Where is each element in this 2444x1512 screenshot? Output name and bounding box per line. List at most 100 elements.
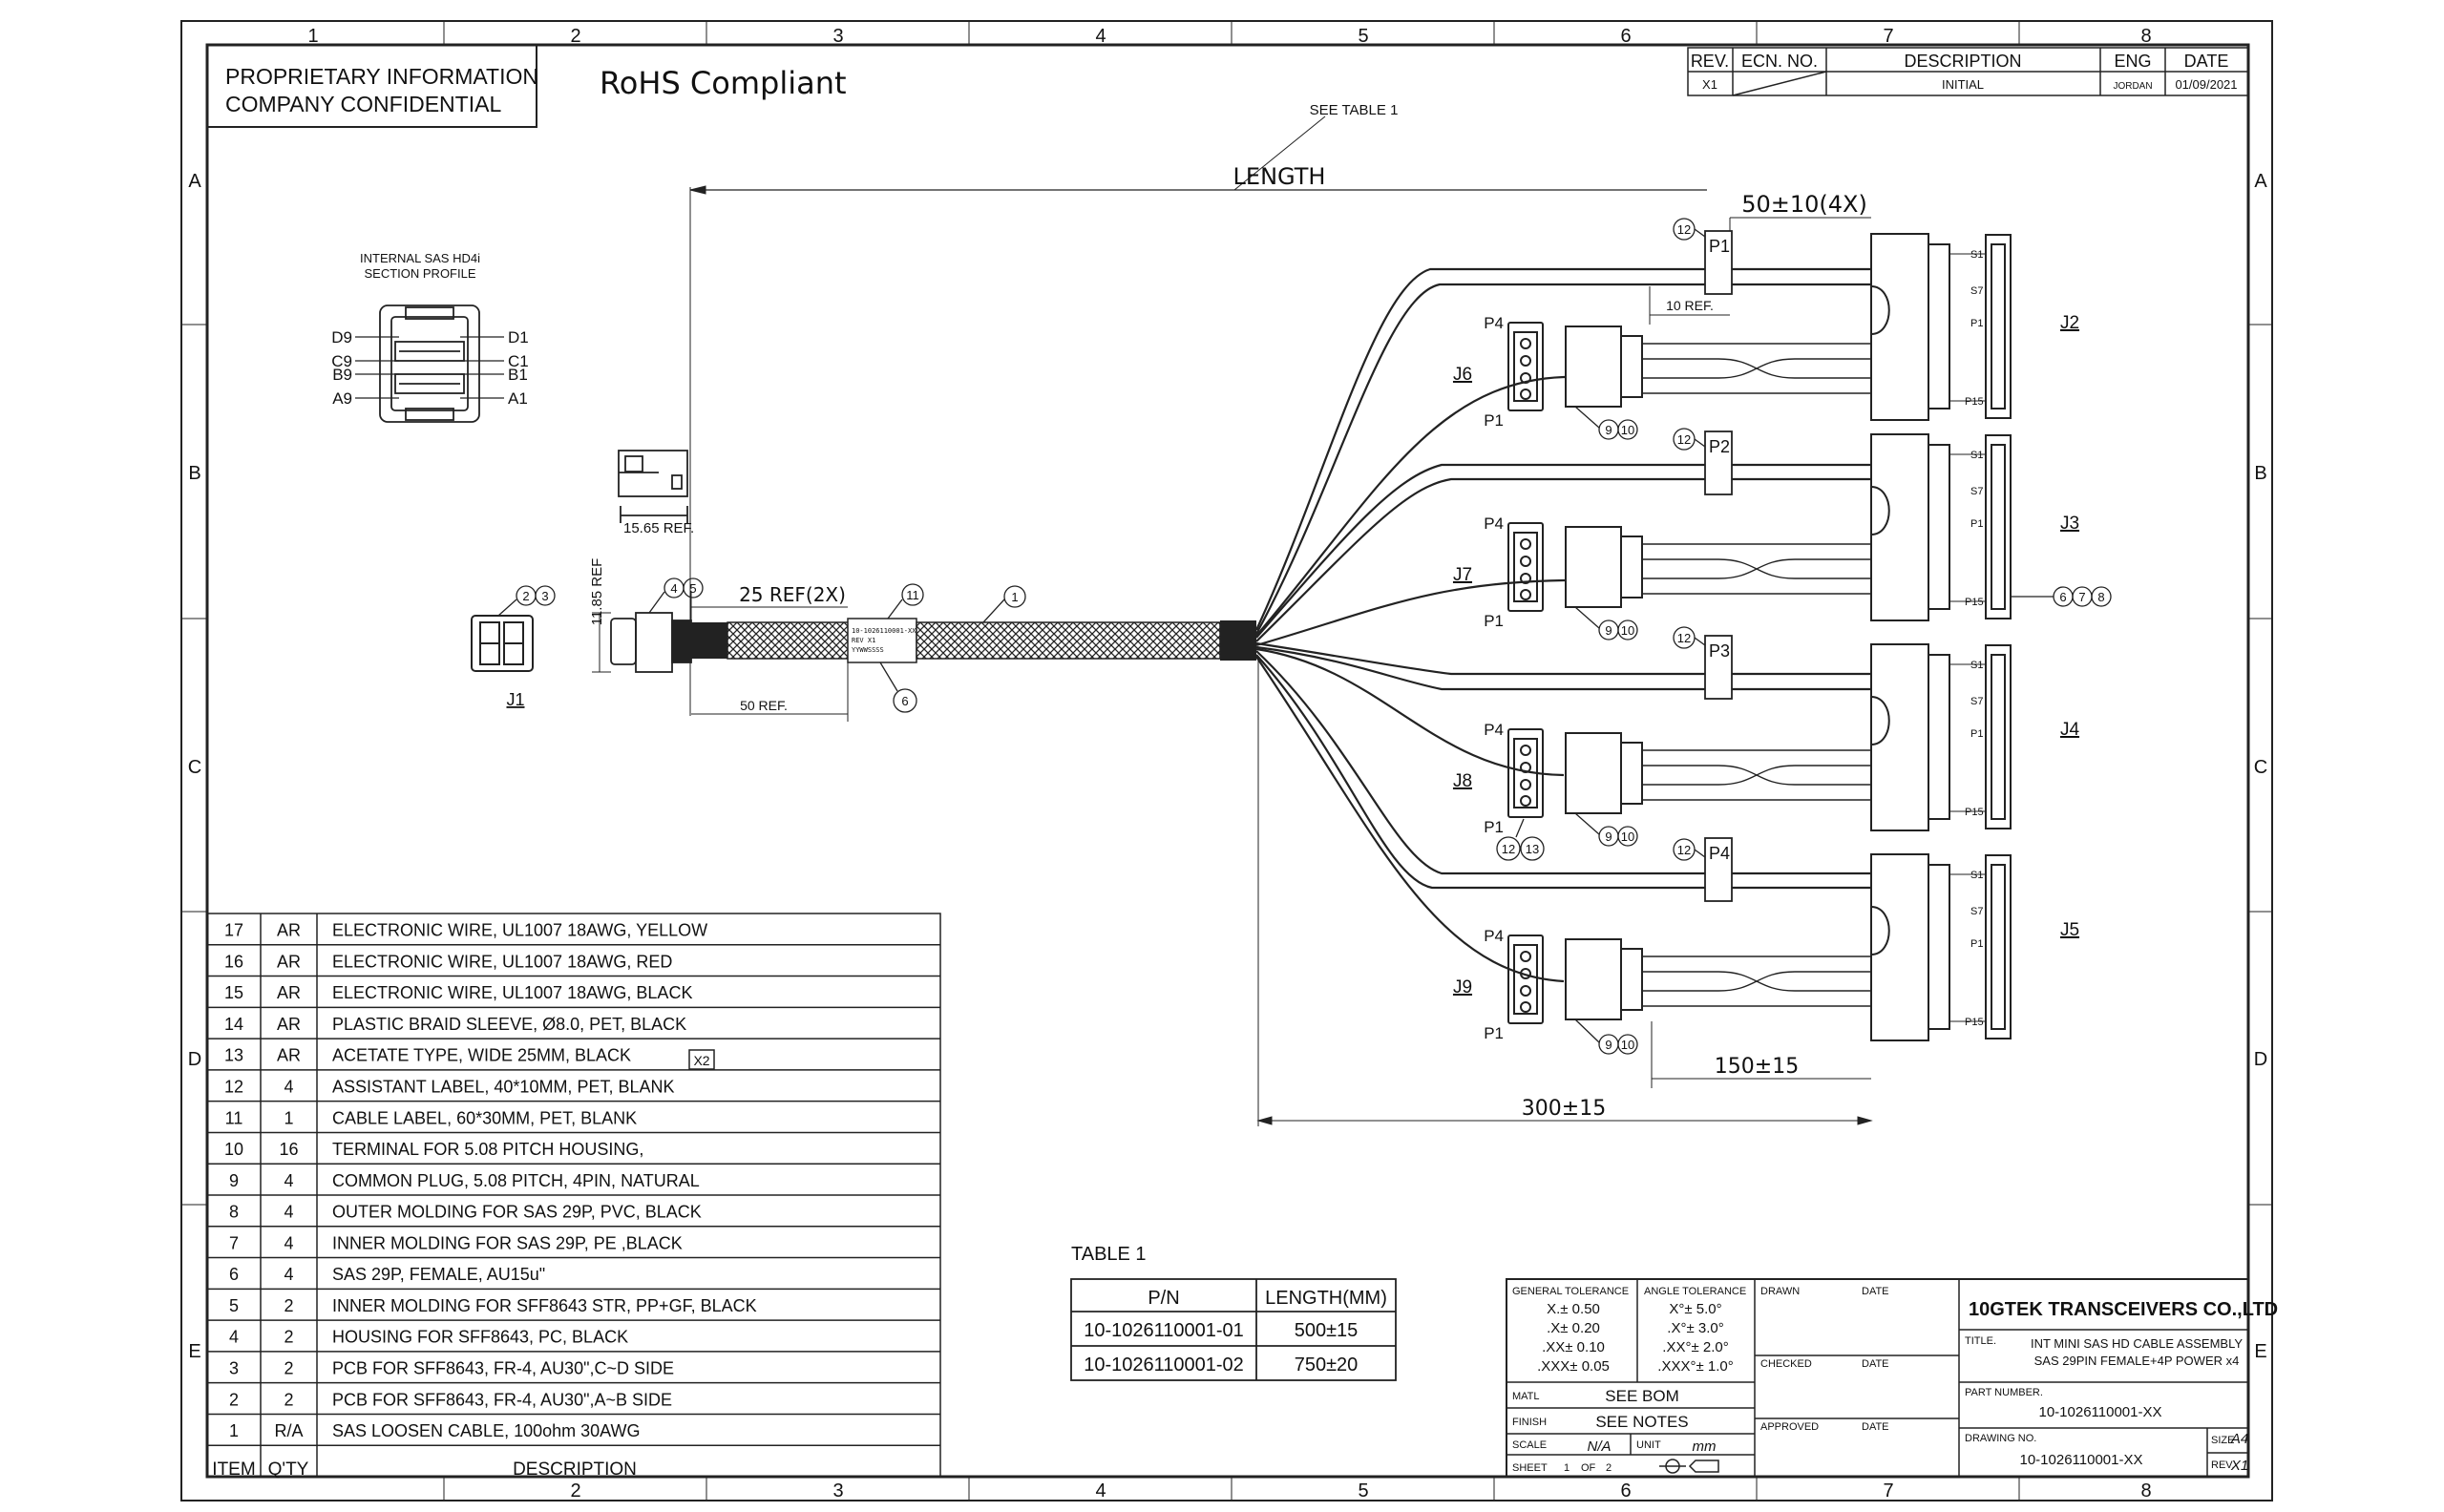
balloon: 10	[1621, 830, 1634, 844]
proprietary-line1: PROPRIETARY INFORMATION	[225, 64, 538, 89]
row-label: C	[2254, 757, 2267, 778]
pin-label: P1	[1484, 411, 1504, 430]
tol-angle: .X°± 3.0°	[1667, 1320, 1723, 1336]
part-number-label: PART NUMBER.	[1965, 1387, 2043, 1398]
pin-label: S1	[1970, 450, 1983, 461]
col-label: 8	[2140, 26, 2151, 47]
breakout-wires	[1255, 267, 1871, 983]
row-label: D	[188, 1049, 201, 1070]
size-label: SIZE	[2211, 1435, 2234, 1446]
bom-qty: 4	[284, 1233, 293, 1252]
j1-connector-top	[618, 450, 688, 523]
pin-label: P4	[1484, 514, 1504, 533]
cable-label-line3: YYWWSSSS	[852, 646, 884, 654]
tol-linear: .XXX± 0.05	[1537, 1358, 1610, 1375]
tol-linear: X.± 0.50	[1547, 1301, 1600, 1317]
pin-b9: B9	[332, 366, 352, 384]
balloon: 9	[1605, 423, 1612, 437]
drawing-no-label: DRAWING NO.	[1965, 1433, 2036, 1444]
col-label: 4	[1095, 26, 1106, 47]
bom-description: PCB FOR SFF8643, FR-4, AU30",C~D SIDE	[332, 1358, 674, 1377]
bom-qty: 1	[284, 1108, 293, 1127]
x2-mark: X2	[693, 1053, 709, 1068]
length-label: LENGTH	[1233, 163, 1326, 190]
approved-date-label: DATE	[1862, 1421, 1889, 1433]
pin-label: P1	[1970, 518, 1983, 530]
bom-qty: AR	[277, 1015, 301, 1034]
revision-block: REV. ECN. NO. DESCRIPTION ENG DATE X1 IN…	[1687, 47, 2249, 96]
part-number-value: 10-1026110001-XX	[2039, 1404, 2162, 1420]
bom-description: PCB FOR SFF8643, FR-4, AU30",A~B SIDE	[332, 1390, 672, 1409]
sata-jack-labels: J2 J3 J4 J5	[2060, 313, 2080, 940]
bom-description: OUTER MOLDING FOR SAS 29P, PVC, BLACK	[332, 1203, 702, 1222]
bom-qty: 4	[284, 1171, 293, 1190]
approved-label: APPROVED	[1760, 1421, 1819, 1433]
eng-value: JORDAN	[2113, 81, 2152, 92]
pin-label: S7	[1970, 906, 1983, 917]
sheet-frame	[180, 20, 2273, 1502]
power-connector-j6	[1507, 322, 1871, 411]
j6-label: J6	[1453, 365, 1472, 385]
pin-label: S7	[1970, 285, 1983, 297]
bom-item-no: 14	[224, 1015, 243, 1034]
bom-qty: AR	[277, 983, 301, 1002]
bom-description: ASSISTANT LABEL, 40*10MM, PET, BLANK	[332, 1077, 674, 1096]
table-1: TABLE 1 P/N LENGTH(MM) 10-1026110001-01 …	[1070, 1244, 1397, 1381]
dim-15-65: 15.65 REF.	[623, 520, 694, 536]
date-value: 01/09/2021	[2175, 77, 2237, 92]
dim-300: 300±15	[1522, 1097, 1606, 1121]
drawn-date-label: DATE	[1862, 1286, 1889, 1297]
row-label: B	[188, 463, 200, 484]
sheet-of: OF	[1581, 1462, 1596, 1474]
title-line1: INT MINI SAS HD CABLE ASSEMBLY	[2031, 1336, 2243, 1351]
bom-description: ELECTRONIC WIRE, UL1007 18AWG, YELLOW	[332, 921, 707, 940]
grid-labels: 1 2 3 4 5 6 7 8 2 3 4 5 6 7 8 A B C D E …	[188, 26, 2268, 1502]
col-label: 6	[1620, 1480, 1631, 1502]
tol-angle: .XX°± 2.0°	[1662, 1339, 1728, 1355]
company-name: 10GTEK TRANSCEIVERS CO.,LTD	[1969, 1299, 2278, 1320]
tag-p2: P2	[1709, 437, 1730, 456]
bom-item-no: 6	[229, 1265, 239, 1284]
unit-value: mm	[1693, 1438, 1717, 1455]
finish-value: SEE NOTES	[1595, 1413, 1688, 1431]
pin-label: P1	[1484, 818, 1504, 836]
see-table-label: SEE TABLE 1	[1310, 102, 1399, 118]
power-connector-j8	[1507, 728, 1871, 818]
balloon: 10	[1621, 423, 1634, 437]
col-label: 3	[832, 26, 843, 47]
sheet-label: SHEET	[1512, 1462, 1548, 1474]
balloon: 5	[689, 581, 696, 596]
bom-qty: R/A	[274, 1421, 303, 1440]
bom-header-qty: Q'TY	[268, 1460, 309, 1480]
dim-10-ref: 10 REF.	[1666, 298, 1714, 313]
pin-label: P15	[1965, 396, 1984, 408]
tol-linear: .XX± 0.10	[1542, 1339, 1605, 1355]
balloon: 2	[522, 589, 529, 603]
tag-p3: P3	[1709, 641, 1730, 661]
general-tolerance-label: GENERAL TOLERANCE	[1512, 1286, 1629, 1297]
bom-description: ACETATE TYPE, WIDE 25MM, BLACK	[332, 1046, 631, 1065]
table1-pn-header: P/N	[1148, 1288, 1179, 1309]
bom-description: SAS 29P, FEMALE, AU15u"	[332, 1265, 545, 1284]
balloon: 9	[1605, 1038, 1612, 1052]
balloon: 12	[1677, 631, 1691, 645]
proprietary-box: PROPRIETARY INFORMATION COMPANY CONFIDEN…	[206, 44, 538, 128]
row-label: C	[188, 757, 201, 778]
rohs-label: RoHS Compliant	[600, 65, 847, 101]
cable-label-line1: 10-1026110001-XX	[852, 627, 916, 635]
balloon: 10	[1621, 1038, 1634, 1052]
rev-header: REV.	[1691, 52, 1729, 71]
sata-connector-j2	[1870, 233, 2012, 421]
bom-item-no: 10	[224, 1140, 243, 1159]
bom-header-desc: DESCRIPTION	[513, 1460, 637, 1480]
pin-label: P4	[1484, 927, 1504, 945]
bom-item-no: 5	[229, 1296, 239, 1315]
pin-label: P15	[1965, 1017, 1984, 1028]
balloon: 12	[1677, 222, 1691, 237]
bom-item-no: 11	[225, 1108, 243, 1127]
j1-connector-front	[471, 615, 534, 672]
bom-qty: 16	[279, 1140, 298, 1159]
section-title-1: INTERNAL SAS HD4i	[360, 251, 480, 265]
bom-qty: 2	[284, 1358, 293, 1377]
sata-connector-j4	[1870, 643, 2012, 831]
